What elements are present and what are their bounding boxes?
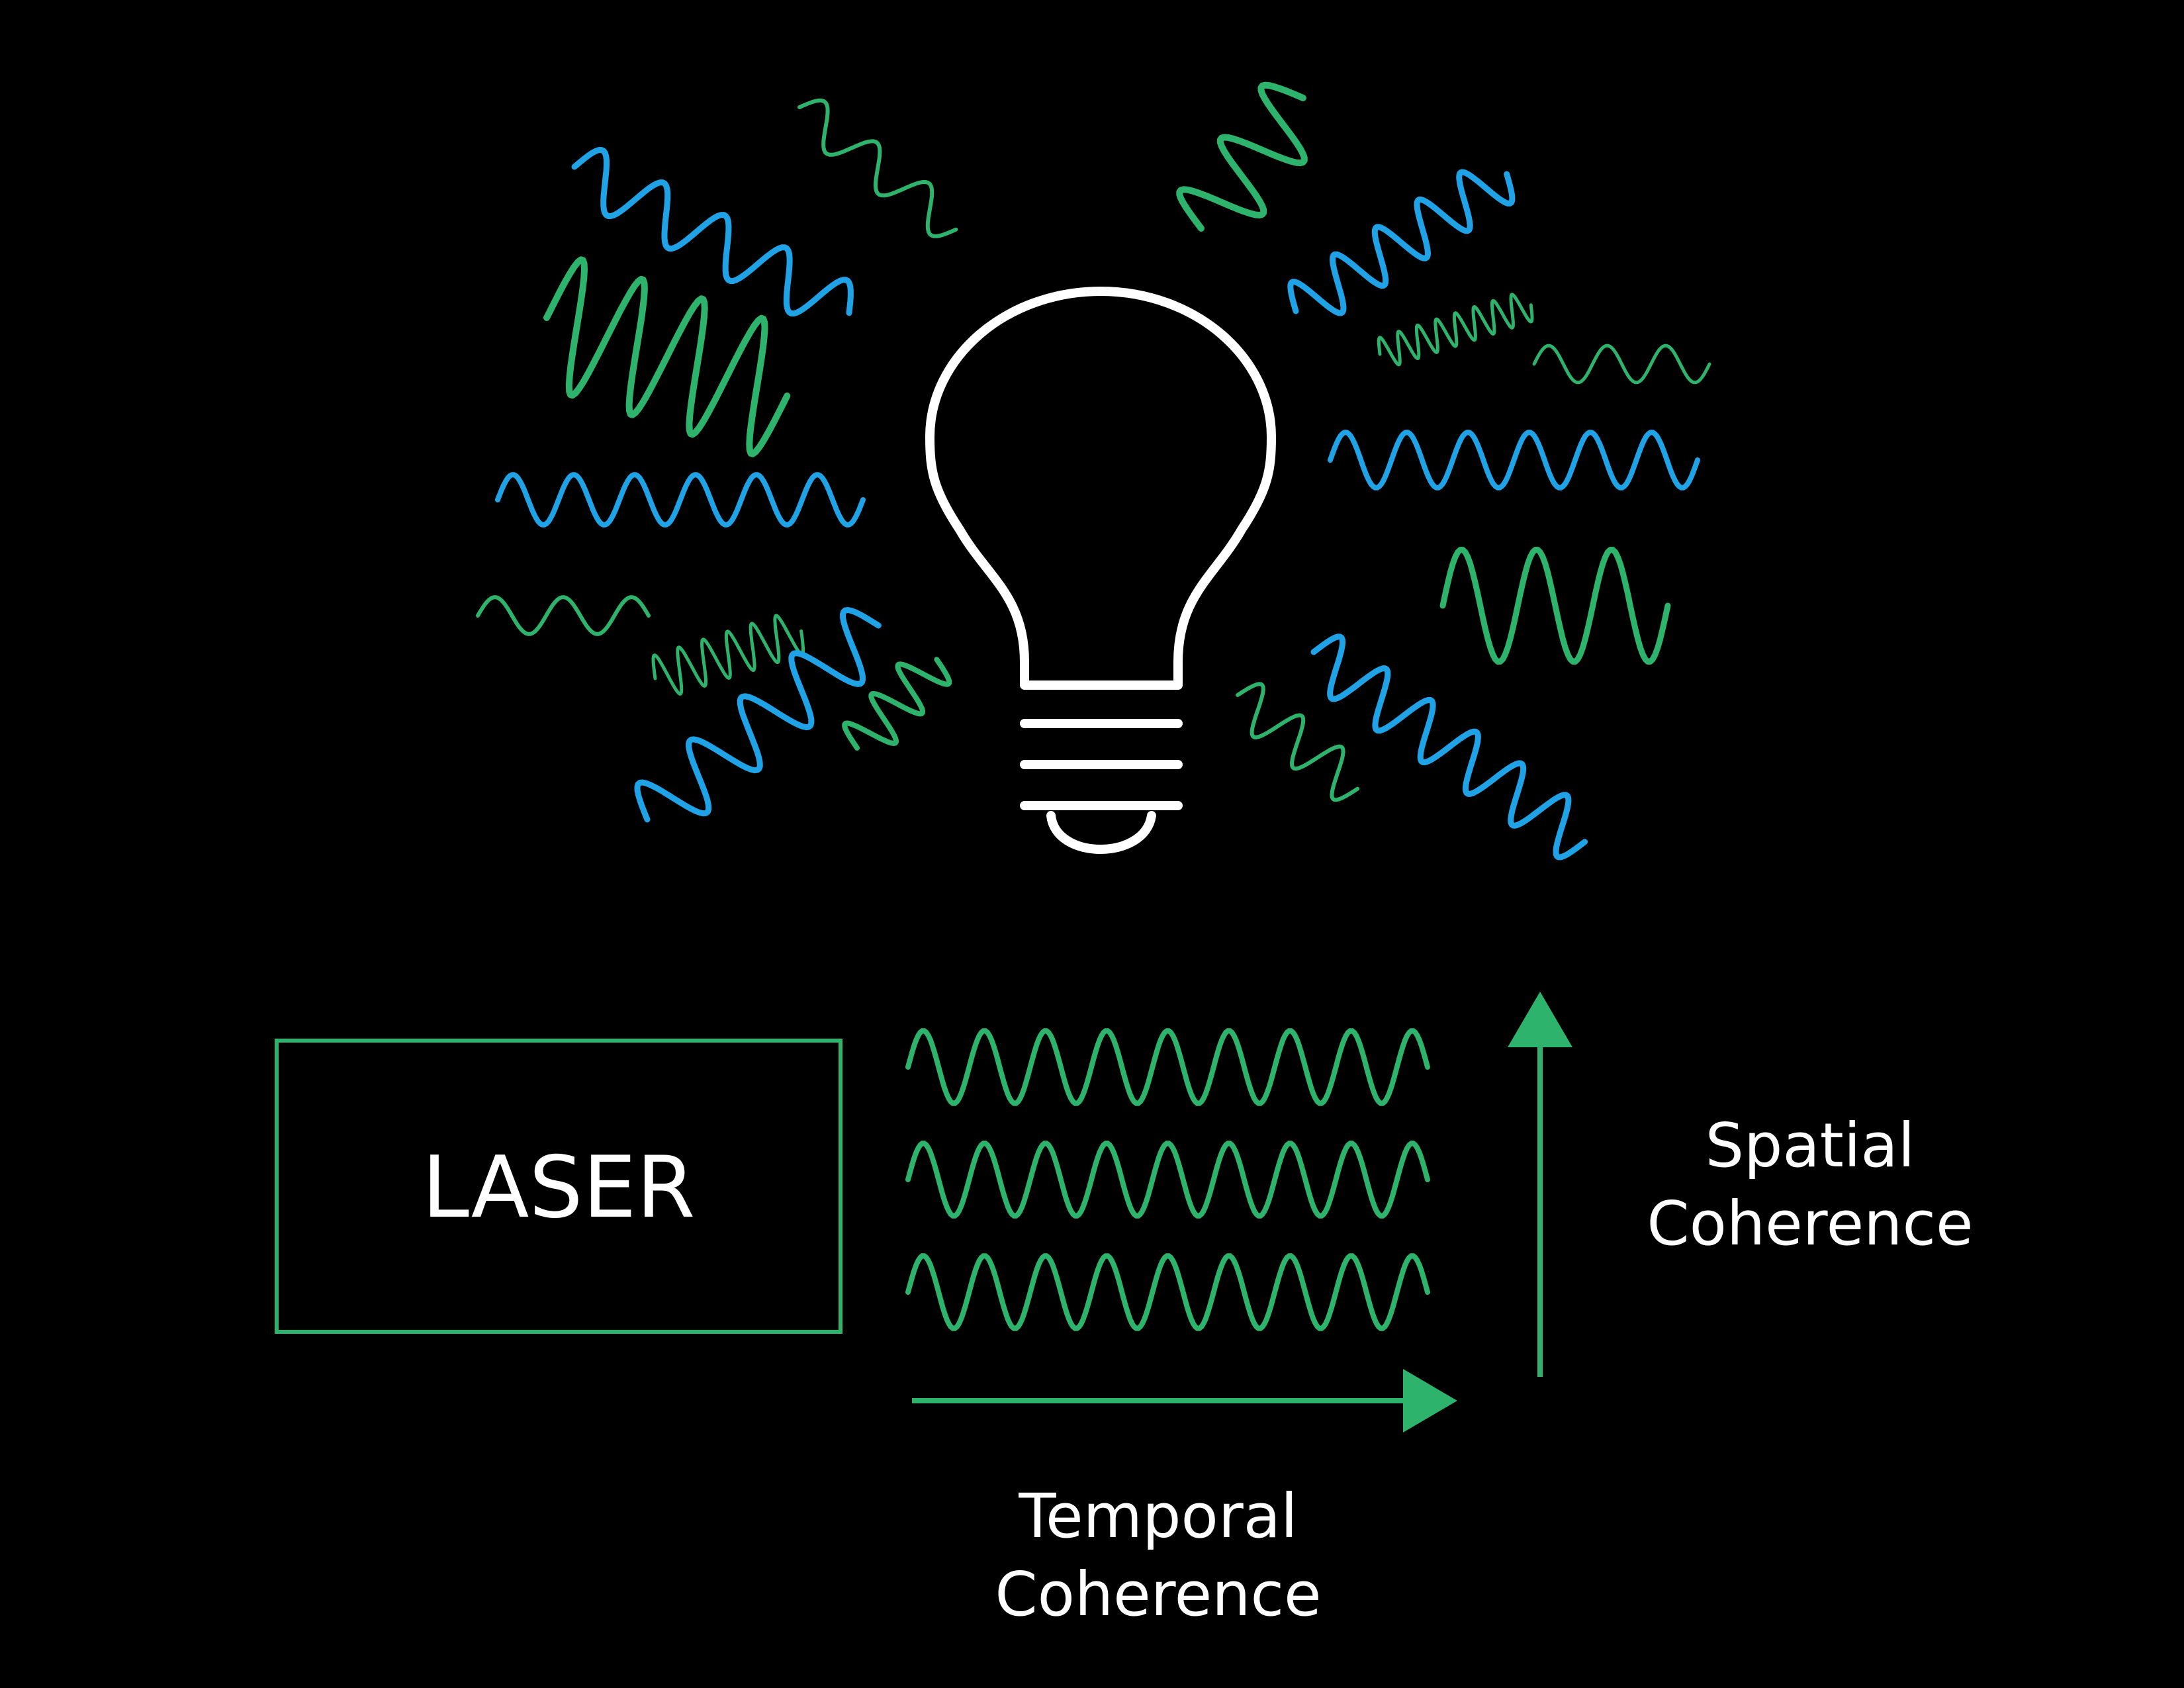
light-bulb-icon	[925, 287, 1276, 854]
spatial-label-line2: Coherence	[1647, 1188, 1973, 1259]
incoherent-wave-10	[1287, 169, 1516, 316]
incoherent-wave-15	[1310, 633, 1588, 861]
laser-label: LASER	[422, 1139, 696, 1237]
incoherent-wave-7	[634, 607, 882, 823]
temporal-label-line1: Temporal	[1018, 1481, 1297, 1552]
incoherent-wave-3	[543, 256, 791, 457]
coherent-wave-2	[905, 1141, 1430, 1219]
incoherent-wave-6	[651, 614, 805, 696]
incoherent-wave-13	[1328, 430, 1700, 491]
incoherent-wave-12	[1532, 344, 1711, 385]
laser-box	[275, 1039, 842, 1334]
incoherent-wave-9	[1176, 81, 1308, 232]
coherent-waves	[905, 1028, 1430, 1331]
incoherent-wave-16	[1236, 682, 1360, 802]
coherent-wave-3	[905, 1253, 1430, 1331]
incoherent-waves	[476, 81, 1711, 861]
incoherent-wave-5	[476, 595, 651, 636]
incoherent-wave-2	[797, 98, 958, 238]
incoherent-wave-8	[842, 657, 952, 751]
incoherent-wave-4	[495, 472, 866, 528]
spatial-label-line1: Spatial	[1706, 1110, 1915, 1181]
arrow-up-icon	[1508, 992, 1572, 1377]
incoherent-wave-1	[571, 147, 854, 317]
temporal-label-line2: Coherence	[995, 1559, 1321, 1630]
arrow-right-icon	[912, 1369, 1457, 1432]
bulb-tip	[1046, 811, 1156, 854]
bulb-glass	[925, 287, 1276, 690]
coherent-wave-1	[905, 1028, 1430, 1106]
incoherent-wave-14	[1439, 547, 1671, 665]
incoherent-wave-11	[1377, 293, 1534, 367]
